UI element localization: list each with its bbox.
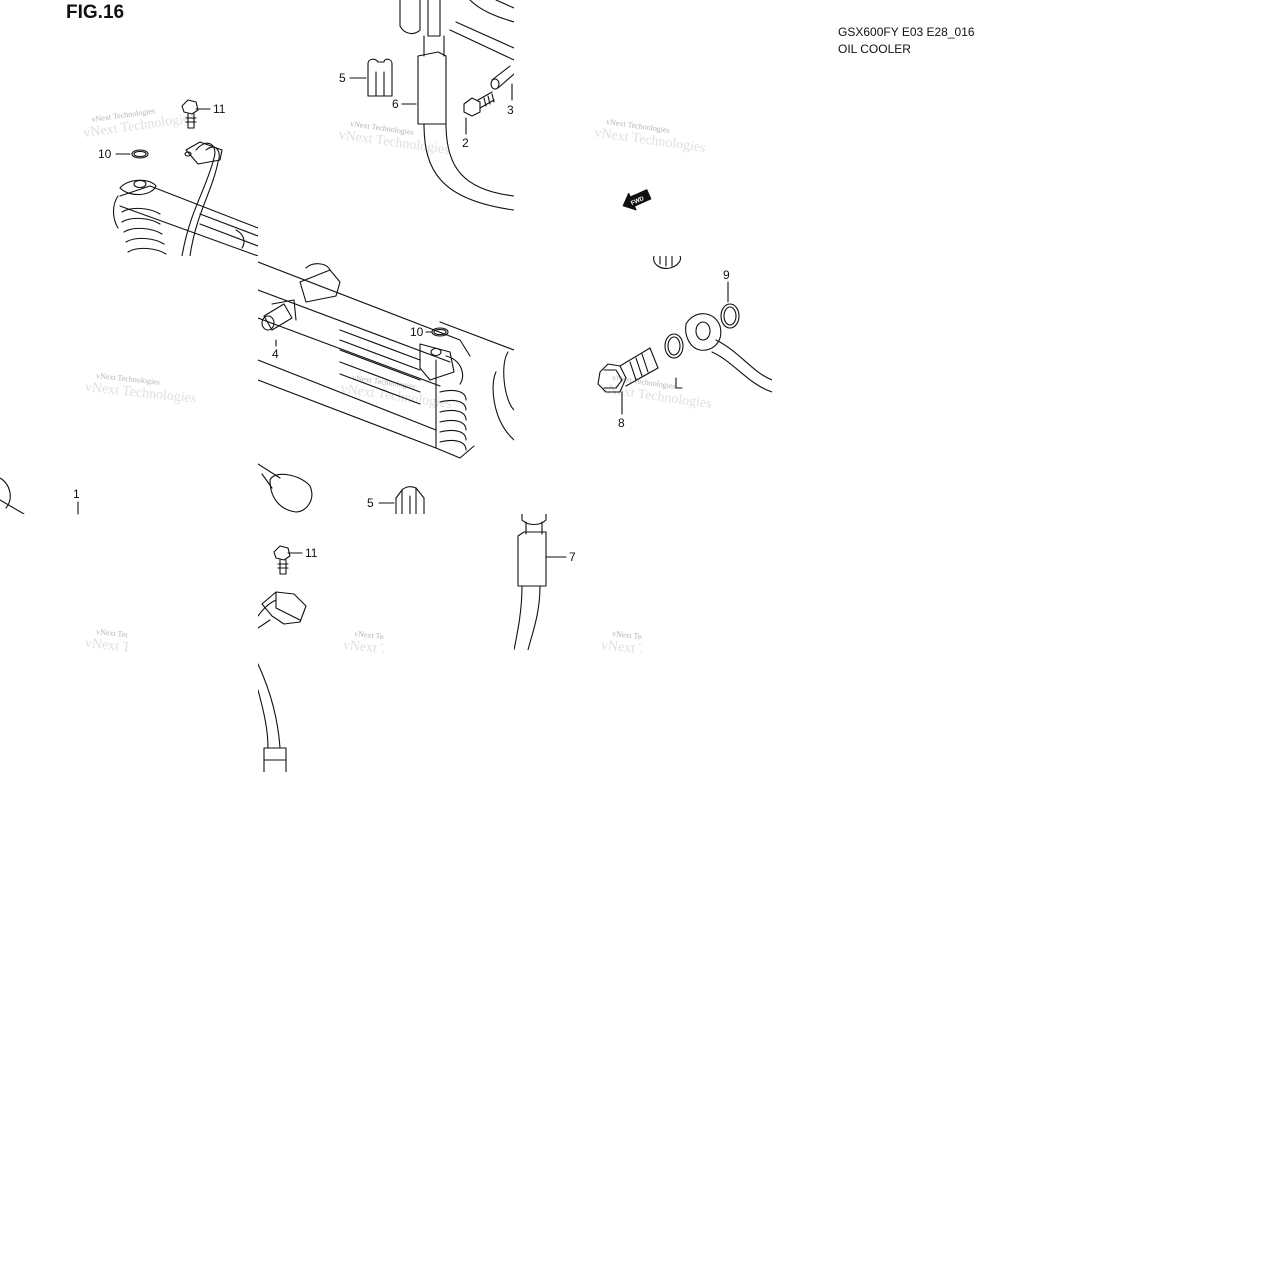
callout-2: 2 [462, 136, 469, 150]
callout-10a: 10 [98, 147, 112, 161]
oil-cooler-core [258, 261, 514, 514]
svg-text:FWD: FWD [630, 196, 646, 207]
diagram-header: GSX600FY E03 E28_016 OIL COOLER [838, 24, 975, 58]
hose-7 [514, 514, 547, 650]
svg-text:vNext Technologies: vNext Technologies [600, 638, 713, 665]
svg-text:vNext Technologies: vNext Technologies [342, 638, 455, 665]
bolt-11-upper [181, 99, 199, 129]
callout-5a: 5 [339, 71, 346, 85]
callout-1: 1 [73, 487, 80, 501]
fwd-arrow-icon: FWD [622, 189, 652, 211]
figure-label: FIG.16 [66, 2, 125, 23]
section-title: OIL COOLER [838, 42, 911, 56]
oil-cooler-left-end [112, 141, 258, 256]
leader-lines [77, 77, 729, 558]
callout-6: 6 [392, 97, 399, 111]
svg-text:vNext Technologies: vNext Technologies [84, 636, 197, 663]
callout-11a: 11 [213, 102, 226, 116]
o-ring-10 [131, 149, 149, 159]
callout-5b: 5 [367, 496, 374, 510]
callout-11b: 11 [305, 546, 318, 560]
callout-8: 8 [618, 416, 625, 430]
hose-fragment [0, 477, 25, 514]
callout-9: 9 [723, 268, 730, 282]
callout-7: 7 [569, 550, 576, 564]
lower-hose-area [258, 545, 307, 772]
callout-3: 3 [507, 103, 514, 117]
callout-10b: 10 [410, 325, 424, 339]
callout-4: 4 [272, 347, 279, 361]
callout-labels: 1 2 3 4 5 5 6 7 8 9 10 10 11 11 [73, 71, 730, 564]
o-ring-10 [431, 327, 449, 337]
model-code: GSX600FY E03 E28_016 [838, 25, 975, 39]
banjo-fitting [597, 256, 772, 393]
upper-hose-area [367, 0, 514, 211]
